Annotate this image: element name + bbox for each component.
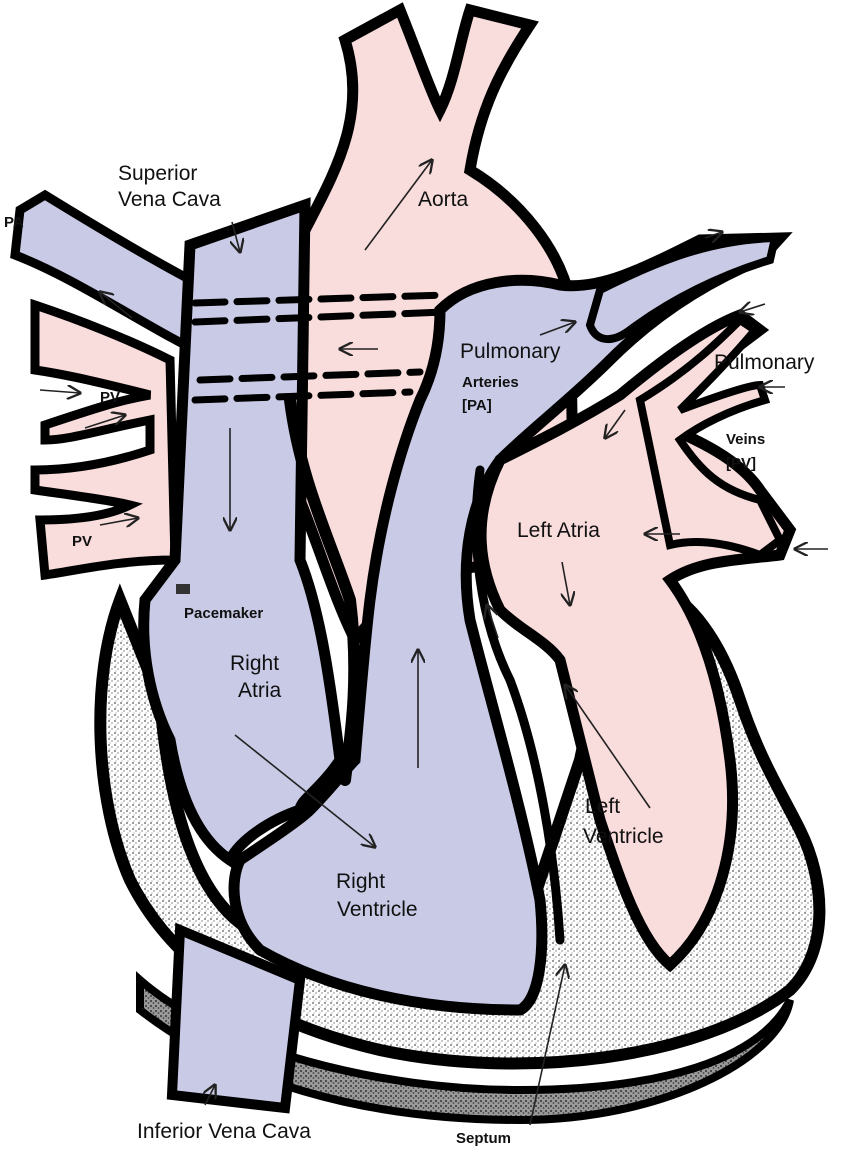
label-aorta: Aorta [418,188,469,211]
septum-upper-wall [471,465,565,945]
arrow-pv-upper-2 [84,415,125,429]
inferior-vena-cava-vessel [166,922,306,1114]
arrow-pv-right-1 [740,304,766,312]
label-septum: Septum [456,1130,511,1147]
label-pulmonary-veins-3: [PV] [726,455,756,472]
arrow-la-inner [605,409,626,438]
label-pulmonary-veins-2: Veins [726,431,765,448]
arrow-la-to-lv [562,561,570,605]
label-right-ventricle-2: Ventricle [337,898,418,921]
arrow-lv-up [487,605,499,639]
label-pulmonary-arteries-2: Arteries [462,374,519,391]
arrow-ivc [205,1085,215,1106]
arrow-pa-right-upper [539,322,575,336]
arrow-svc [232,221,240,252]
label-right-ventricle-1: Right [336,870,385,893]
label-right-atria-1: Right [230,652,279,675]
dashed-pv-lower [191,388,414,404]
label-superior-vena-cava-2: Vena Cava [118,188,221,211]
label-pv-upper: PV [100,389,120,406]
superior-vena-cava-vessel [138,197,346,869]
arrow-pa-left [100,292,133,319]
label-inferior-vena-cava: Inferior Vena Cava [137,1120,311,1143]
label-pacemaker: Pacemaker [184,605,263,622]
label-pv-lower: PV [72,533,92,550]
arrow-pv-lower [99,518,138,525]
outer-myocardium-band [136,971,794,1125]
label-left-ventricle-2: Ventricle [583,825,664,848]
label-pulmonary-veins-1: Pulmonary [714,351,815,374]
right-pulmonary-artery [585,233,781,343]
left-pulmonary-veins [30,298,180,581]
label-left-atria: Left Atria [517,519,600,542]
arrow-lv-to-aorta [565,685,651,809]
dashed-pa-lower [191,308,449,326]
dashed-pv-upper [196,368,424,384]
dashed-pa-upper [191,291,449,307]
label-right-atria-2: Atria [238,679,282,702]
label-pa-left: PA [4,214,24,231]
label-superior-vena-cava-1: Superior [118,162,197,185]
label-pulmonary-arteries-1: Pulmonary [460,340,561,363]
label-pulmonary-arteries-3: [PA] [462,397,492,414]
arrow-pv-upper-1 [39,390,80,393]
label-left-ventricle-1: Left [585,795,620,818]
pacemaker-node [176,584,190,594]
aorta-inner-wall [284,394,361,786]
arrow-ra-to-rv [234,734,375,847]
arrow-aorta [364,160,432,251]
arrow-pa-right-tip [704,232,722,238]
arrow-septum [529,965,565,1126]
